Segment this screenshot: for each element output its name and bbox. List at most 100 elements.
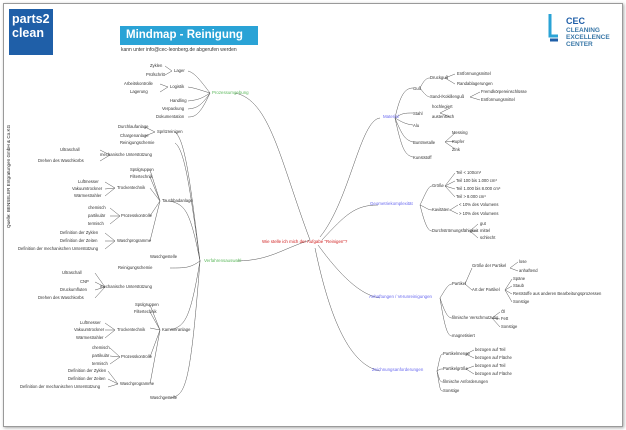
node-waschprogramme-2: Waschprogramme	[120, 381, 155, 386]
node-kavitaten: Kavitäten	[432, 207, 450, 212]
node-chemisch-1: chemisch	[88, 205, 106, 210]
node-pm-flaeche: bezogen auf Fläche	[475, 355, 512, 360]
node-gut: gut	[480, 221, 487, 226]
node-durchstroemung: Durchströmungsfähigkeit	[432, 228, 479, 233]
node-teil-gt8000: Teil > 8.000 cm³	[456, 194, 486, 199]
page-subtitle: kann unter info@cec-leonberg.de abgerufe…	[121, 47, 237, 53]
node-fett: Fett	[501, 316, 509, 321]
branch-verfahren: Verfahrensauswahl	[204, 258, 241, 263]
node-filtertechnik-2: Filtertechnik	[134, 309, 157, 314]
node-arbeitskontrolle: Arbeitskontrolle	[124, 81, 154, 86]
node-partikulaer-1: partikulär	[88, 213, 106, 218]
node-schlecht: schlecht	[480, 235, 496, 240]
node-def-mech-1: Definition der mechanischen Unterstützun…	[18, 246, 99, 251]
node-mittel: mittel	[480, 228, 490, 233]
cec-line-3: CENTER	[566, 41, 593, 48]
node-sonstige-z: Sonstige	[443, 388, 460, 393]
node-termisch-2: termisch	[92, 361, 108, 366]
node-sonstige-partikel: Sonstige	[513, 299, 530, 304]
node-mech-1: mechanische Unterstützung	[100, 152, 153, 157]
node-randablagerungen: Randablagerungen	[457, 81, 493, 86]
node-def-zyklen-1: Definition der Zyklen	[60, 230, 99, 235]
node-vakuum-1: Vakuumtrockner	[72, 186, 103, 191]
node-buntmetalle: Buntmetalle	[413, 140, 436, 145]
center-node: Wie stelle ich mich der Aufgabe "Reinige…	[262, 239, 348, 244]
node-lagerung: Lagerung	[130, 89, 148, 94]
node-reinigungschemie-2: Reinigungschemie	[118, 265, 153, 270]
node-groesse: Größe	[432, 183, 445, 188]
cec-tagline: CLEANING EXCELLENCE CENTER	[566, 27, 610, 48]
node-reststoffe: Reststoffe aus anderen Bearbeitungsproze…	[513, 291, 602, 296]
node-anhaftend: anhaftend	[519, 268, 538, 273]
node-sand-kokillenguss: Sand-/Kokillenguß	[430, 94, 465, 99]
logo-line-1: parts2	[12, 12, 50, 26]
cec-brand: CEC	[566, 16, 586, 26]
node-ultraschall-2: Ultraschall	[62, 270, 82, 275]
node-drehen-2: Drehen des Waschkorbs	[38, 295, 84, 300]
node-lose: lose	[519, 259, 527, 264]
node-art-partikel: Art der Partikel	[472, 287, 500, 292]
node-reinigungschemie-1: Reinigungschemie	[120, 140, 155, 145]
node-staub: Staub	[513, 283, 525, 288]
node-cnp: CNP	[80, 279, 89, 284]
node-spaene: Späne	[513, 276, 526, 281]
node-stahl: Stahl	[413, 111, 423, 116]
node-filmisch: filmische Verschmutzung	[452, 315, 499, 320]
cec-line-2: EXCELLENCE	[566, 34, 610, 41]
node-tauchbad: Tauchbadanlage	[162, 198, 193, 203]
node-filmische-anf: filmische Anforderungen	[443, 379, 489, 384]
node-durchlaufanlage: Durchlaufanlage	[118, 124, 149, 129]
node-partikelgroesse: Partikelgröße	[443, 366, 469, 371]
node-filtertechnik-1: Filtertechnik	[130, 174, 153, 179]
node-spritzreinigen: Spritzreinigen	[157, 129, 183, 134]
node-fremdkoerper: Fremdkörpereinschlüsse	[481, 89, 528, 94]
branch-prozess: Prozessumgebung	[212, 90, 249, 95]
node-druckguss: Druckguß	[430, 75, 449, 80]
node-ultraschall-1: Ultraschall	[60, 147, 80, 152]
node-spuelgruppen-1: Spülgruppen	[130, 167, 154, 172]
node-teil-8000: Teil 1.000 bis 8.000 cm³	[456, 186, 501, 191]
branch-anhaftungen: Anhaftungen / Verunreinigungen	[369, 294, 433, 299]
node-waschgestelle-2: Waschgestelle	[150, 395, 178, 400]
node-prozesskontrolle-2: Prozesskontrolle	[121, 354, 153, 359]
node-prozesskontrolle-1: Prozesskontrolle	[121, 213, 153, 218]
node-def-zeiten-2: Definition der Zeiten	[68, 376, 106, 381]
node-drehen-1: Drehen des Waschkorbs	[38, 158, 84, 163]
node-chargenanlage: Chargenanlage	[120, 133, 149, 138]
node-luftmesser-1: Luftmesser	[78, 179, 99, 184]
node-alu: Alu	[413, 123, 420, 128]
node-groesse-partikel: Größe der Partikel	[472, 263, 506, 268]
parts2clean-logo: parts2 clean	[9, 9, 53, 55]
node-trocken-1: Trockentechnik	[117, 185, 146, 190]
page-title: Mindmap - Reinigung	[120, 26, 258, 45]
node-oel: Öl	[501, 309, 505, 314]
node-kupfer: Kupfer	[452, 139, 465, 144]
node-magnetisiert: magnetisiert	[452, 333, 476, 338]
node-kammeranlage: Kammeranlage	[162, 327, 191, 332]
branch-geometrie: Geometriekomplexität	[370, 201, 413, 206]
node-teil-1000: Teil 100 bis 1.000 cm³	[456, 178, 497, 183]
cec-logo-icon	[548, 14, 558, 42]
cec-line-1: CLEANING	[566, 27, 600, 34]
node-pg-teil: bezogen auf Teil	[475, 363, 505, 368]
node-guss: Guß	[413, 86, 422, 91]
node-waschgestelle-1: Waschgestelle	[150, 254, 178, 259]
node-kav-lt10: < 10% des Volumens	[459, 202, 498, 207]
node-waschprogramme-1: Waschprogramme	[117, 238, 152, 243]
node-def-zyklen-2: Definition der Zyklen	[68, 368, 107, 373]
node-druckumfluten: Druckumfluten	[60, 287, 88, 292]
node-pm-teil: bezogen auf Teil	[475, 347, 505, 352]
node-partikel: Partikel	[452, 281, 466, 286]
logo-line-2: clean	[12, 26, 44, 40]
node-luftmesser-2: Luftmesser	[80, 320, 101, 325]
node-waerme-2: Wärmestrahler	[76, 335, 104, 340]
node-def-zeiten-1: Definition der Zeiten	[60, 238, 98, 243]
node-kunststoff: Kunststoff	[413, 155, 432, 160]
node-zyklen: Zyklen	[150, 63, 163, 68]
node-spuelgruppen-2: Spülgruppen	[135, 302, 159, 307]
node-zink: Zink	[452, 147, 461, 152]
node-verpackung: Verpackung	[162, 106, 185, 111]
node-waerme-1: Wärmestrahler	[74, 193, 102, 198]
node-lager: Lager	[174, 68, 185, 73]
node-dokumentation: Dokumentation	[156, 114, 185, 119]
